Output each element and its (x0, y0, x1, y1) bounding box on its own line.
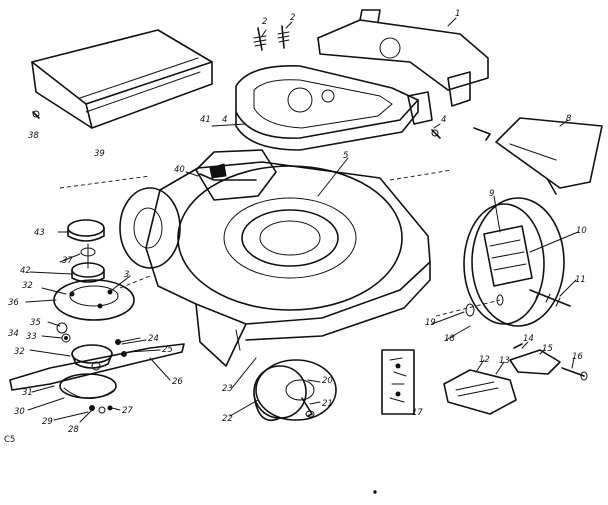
hardware-card-inset (381, 349, 415, 415)
callout-2a: 2 (262, 17, 267, 27)
callout-16: 16 (572, 352, 583, 362)
part-36-blade-adapter-plate (53, 275, 151, 321)
callout-14: 14 (523, 334, 534, 344)
part-42-hub (71, 262, 105, 283)
callout-5: 5 (343, 151, 348, 161)
callout-10: 10 (576, 226, 587, 236)
callout-43: 43 (34, 228, 45, 238)
part-16-screw (561, 367, 588, 381)
callout-2b: 2 (290, 13, 295, 23)
callout-36: 36 (8, 298, 19, 308)
part-12-13-bracket (443, 369, 517, 415)
callout-17: 17 (412, 408, 423, 418)
callout-24: 24 (148, 334, 159, 344)
part-4-bracket (407, 91, 441, 139)
part-24-25-26-bolts (115, 337, 141, 357)
part-18-19-washers (435, 294, 504, 317)
callout-4: 4 (441, 115, 446, 125)
callout-22: 22 (222, 414, 233, 424)
part-38-screw (32, 110, 40, 119)
callout-41: 41 (200, 115, 211, 125)
part-10-rear-wheel (463, 197, 565, 327)
callout-25: 25 (162, 345, 173, 355)
part-21-wheel-bolt (301, 397, 315, 418)
callout-32b: 32 (22, 281, 33, 291)
part-22-front-wheel (253, 359, 337, 422)
part-1-handle-bracket (317, 9, 489, 107)
part-43-spindle-cap (67, 219, 105, 242)
callout-20: 20 (322, 376, 333, 386)
part-31-blade (9, 343, 185, 391)
callout-4b: 4 (222, 115, 227, 125)
callout-9: 9 (489, 189, 494, 199)
callout-40: 40 (174, 165, 185, 175)
callout-11: 11 (575, 275, 586, 285)
front-left-wheel (119, 187, 181, 269)
callout-31: 31 (22, 388, 33, 398)
part-41-mount-plate (235, 65, 419, 151)
callout-29: 29 (42, 417, 53, 427)
callout-8: 8 (566, 114, 572, 124)
callout-15: 15 (542, 344, 553, 354)
callout-leaders (25, 17, 579, 423)
corner-code: C5 (4, 435, 15, 445)
callout-35: 35 (30, 318, 41, 328)
part-5-mower-deck (59, 161, 453, 367)
callout-18: 18 (444, 334, 455, 344)
callout-39: 39 (94, 149, 105, 159)
callout-42: 42 (20, 266, 31, 276)
callout-27: 27 (122, 406, 133, 416)
callout-12: 12 (479, 355, 490, 365)
part-37-spacer (80, 243, 96, 269)
callout-33: 33 (26, 332, 37, 342)
part-11-axle-bolt (529, 289, 571, 307)
callout-1: 1 (455, 9, 460, 19)
callout-37: 37 (62, 256, 73, 266)
callout-34: 34 (8, 329, 19, 339)
callout-13: 13 (499, 356, 510, 366)
part-27-28-29-nuts (89, 405, 113, 414)
callout-32: 32 (14, 347, 25, 357)
part-14-15-latch (509, 343, 561, 375)
callout-30: 30 (14, 407, 25, 417)
callout-21: 21 (322, 399, 333, 409)
callout-23: 23 (222, 384, 233, 394)
part-2-bolts (253, 25, 290, 51)
stray-dot (373, 490, 377, 494)
callout-3: 3 (124, 270, 129, 280)
callout-26: 26 (172, 377, 183, 387)
callout-19: 19 (425, 318, 436, 328)
callout-38: 38 (28, 131, 39, 141)
part-8-rear-flap (473, 117, 603, 195)
part-40-discharge-chute (195, 149, 277, 201)
callout-labels: 1 2 2 3 4 4 5 8 9 10 11 12 13 14 15 16 3… (8, 9, 587, 435)
part-30-blade-plate (59, 373, 117, 399)
callout-28: 28 (68, 425, 79, 435)
part-39-cover (31, 29, 213, 129)
